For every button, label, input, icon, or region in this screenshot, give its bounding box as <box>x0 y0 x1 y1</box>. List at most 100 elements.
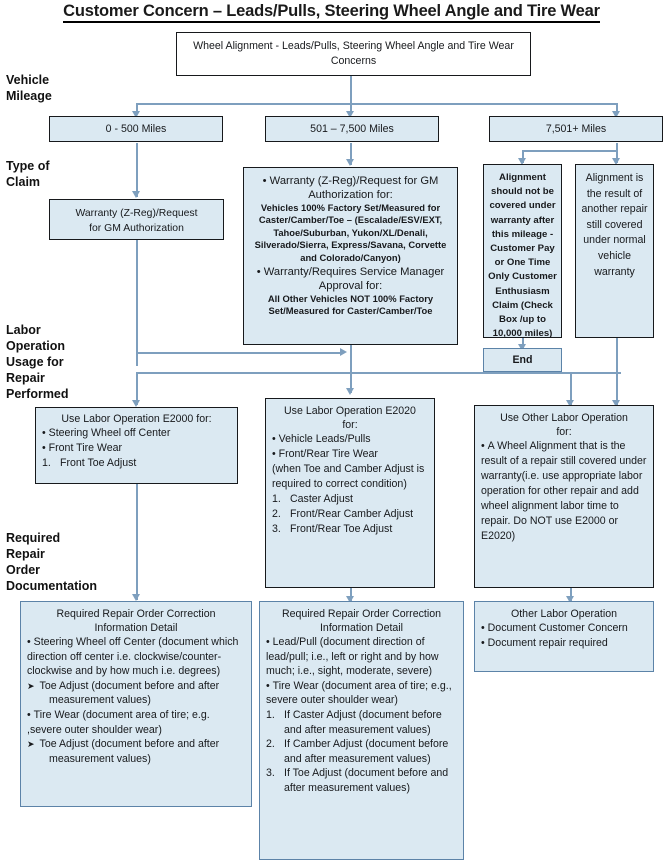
node-doc-middle-item-2: 3. If Toe Adjust (document before and af… <box>266 766 457 795</box>
node-labor-e2000-bullet-0: Steering Wheel off Center <box>42 426 231 441</box>
node-mileage-0-500-label: 0 - 500 Miles <box>105 123 167 135</box>
arrowhead-to-mileage-high <box>612 111 620 118</box>
node-labor-e2020[interactable]: Use Labor Operation E2020 for: Vehicle L… <box>265 398 435 588</box>
node-doc-left-item-0: Steering Wheel off Center (document whic… <box>27 635 245 679</box>
node-end[interactable]: End <box>483 348 562 372</box>
node-start[interactable]: Wheel Alignment - Leads/Pulls, Steering … <box>176 32 531 76</box>
node-labor-other-heading-2: for: <box>556 426 572 438</box>
node-claim-mid-mileage[interactable]: Warranty (Z-Reg)/Request for GM Authoriz… <box>243 167 458 345</box>
node-labor-e2020-item-0-number: 1. <box>272 493 281 505</box>
node-labor-e2020-item-1: 2. Front/Rear Camber Adjust <box>272 507 428 522</box>
node-doc-middle-item-1-text: If Camber Adjust (document before and af… <box>284 738 449 765</box>
arrowhead-low-claim <box>132 191 140 198</box>
node-mileage-7501-plus-label: 7,501+ Miles <box>545 123 607 135</box>
arrowhead-mid-claim <box>346 159 354 166</box>
node-doc-middle-bullet-1: Tire Wear (document area of tire; e.g., … <box>266 679 457 708</box>
page-title: Customer Concern – Leads/Pulls, Steering… <box>0 2 663 23</box>
node-labor-e2020-heading-2: for: <box>342 419 358 431</box>
node-doc-middle-item-0-text: If Caster Adjust (document before and af… <box>284 708 442 736</box>
node-labor-e2020-item-2-text: Front/Rear Toe Adjust <box>290 523 393 535</box>
connector-split-right <box>616 103 618 113</box>
node-mileage-0-500[interactable]: 0 - 500 Miles <box>49 116 223 142</box>
row-label-required-documentation: Required Repair Order Documentation <box>6 531 97 593</box>
node-claim-mid-bullet1-head2: Authorization for: <box>308 189 393 201</box>
node-labor-e2020-heading-1: Use Labor Operation E2020 <box>284 405 416 417</box>
node-end-label: End <box>512 354 533 366</box>
arrowhead-high-b-other <box>612 400 620 407</box>
node-doc-right-bullet-1: Document repair required <box>481 636 647 651</box>
arrowhead-high-b <box>612 158 620 165</box>
node-claim-high-other-repair[interactable]: Alignment is the result of another repai… <box>575 164 654 338</box>
node-start-text: Wheel Alignment - Leads/Pulls, Steering … <box>193 40 514 67</box>
arrowhead-high-a-end <box>518 344 526 351</box>
node-labor-e2000-item-0: 1. Front Toe Adjust <box>42 456 231 471</box>
node-doc-left-item-1: Toe Adjust (document before and after me… <box>27 679 245 708</box>
node-doc-middle[interactable]: Required Repair Order Correction Informa… <box>259 601 464 860</box>
arrowhead-e2000-doc <box>132 594 140 601</box>
node-claim-mid-bullet2-body: All Other Vehicles NOT 100% Factory Set/… <box>267 293 434 317</box>
arrowhead-labor-e2000 <box>132 400 140 407</box>
node-doc-middle-item-2-text: If Toe Adjust (document before and after… <box>284 767 449 794</box>
node-labor-e2000-bullet-1: Front Tire Wear <box>42 441 231 456</box>
connector-high-left <box>522 150 524 163</box>
arrowhead-other-doc <box>566 596 574 603</box>
node-labor-other[interactable]: Use Other Labor Operation for: A Wheel A… <box>474 405 654 588</box>
connector-mid-claim <box>350 143 352 165</box>
node-claim-low-mileage[interactable]: Warranty (Z-Reg)/Request for GM Authoriz… <box>49 199 224 240</box>
connector-high-right <box>616 150 618 163</box>
node-mileage-7501-plus[interactable]: 7,501+ Miles <box>489 116 663 142</box>
arrowhead-e2020-doc <box>346 596 354 603</box>
connector-high-a-to-end <box>522 338 524 348</box>
node-labor-e2000-item-0-text: Front Toe Adjust <box>60 457 137 470</box>
node-doc-middle-item-1-number: 2. <box>266 738 275 751</box>
node-doc-right-heading: Other Labor Operation <box>511 608 617 620</box>
node-labor-e2020-item-2: 3. Front/Rear Toe Adjust <box>272 522 428 537</box>
node-doc-left-heading-1: Required Repair Order Correction <box>56 608 216 620</box>
connector-high-b-down <box>616 338 618 405</box>
row-label-labor-operation: Labor Operation Usage for Repair Perform… <box>6 323 69 401</box>
node-claim-high-other-repair-text: Alignment is the result of another repai… <box>581 172 648 278</box>
node-doc-left-item-2: Tire Wear (document area of tire; e.g. ,… <box>27 708 245 737</box>
node-labor-e2000[interactable]: Use Labor Operation E2000 for: Steering … <box>35 407 238 484</box>
connector-start-down <box>350 75 352 104</box>
page-title-text: Customer Concern – Leads/Pulls, Steering… <box>63 2 600 23</box>
connector-midclaim-to-e2020 <box>350 345 352 393</box>
arrowhead-lowclaim-to-e2020 <box>340 348 347 356</box>
node-mileage-501-7500[interactable]: 501 – 7,500 Miles <box>265 116 439 142</box>
node-mileage-501-7500-label: 501 – 7,500 Miles <box>310 123 394 135</box>
connector-lowclaim-down <box>136 240 138 366</box>
connector-labor-bus <box>136 372 621 374</box>
node-labor-e2020-item-1-number: 2. <box>272 508 281 520</box>
node-doc-right[interactable]: Other Labor Operation Document Customer … <box>474 601 654 672</box>
node-doc-left-item-3: Toe Adjust (document before and after me… <box>27 737 245 766</box>
node-claim-low-line2: for GM Authorization <box>89 223 184 234</box>
node-claim-mid-bullet1-body: Vehicles 100% Factory Set/Measured for C… <box>254 202 447 263</box>
node-labor-other-heading-1: Use Other Labor Operation <box>500 412 628 424</box>
connector-split-mid <box>350 103 352 113</box>
node-doc-middle-heading-2: Information Detail <box>319 622 404 634</box>
connector-e2000-to-doc <box>136 484 138 600</box>
node-doc-middle-item-1: 2. If Camber Adjust (document before and… <box>266 737 457 766</box>
node-labor-e2020-item-2-number: 3. <box>272 523 281 535</box>
node-doc-middle-item-0: 1. If Caster Adjust (document before and… <box>266 708 457 737</box>
connector-labor-to-e2000 <box>136 372 138 405</box>
node-doc-middle-item-0-number: 1. <box>266 708 275 721</box>
node-labor-e2020-item-0-text: Caster Adjust <box>290 493 354 505</box>
arrowhead-midclaim-e2020 <box>346 388 354 395</box>
node-doc-left-heading-2: Information Detail <box>94 622 178 634</box>
node-claim-high-customer-pay[interactable]: Alignment should not be covered under wa… <box>483 164 562 338</box>
connector-bus-to-other <box>570 372 572 405</box>
connector-low-claim <box>136 143 138 197</box>
node-labor-e2020-bullet-1: Front/Rear Tire Wear <box>272 447 428 462</box>
node-labor-e2020-bullet-0: Vehicle Leads/Pulls <box>272 432 428 447</box>
connector-split-left <box>136 103 138 113</box>
node-doc-middle-heading-1: Required Repair Order Correction <box>282 608 441 620</box>
row-label-vehicle-mileage: Vehicle Mileage <box>6 73 52 103</box>
arrowhead-high-a <box>518 158 526 165</box>
arrowhead-to-mileage-mid <box>346 111 354 118</box>
node-claim-low-line1: Warranty (Z-Reg)/Request <box>75 208 198 219</box>
arrowhead-bus-other <box>566 400 574 407</box>
connector-other-to-doc <box>570 588 572 602</box>
node-doc-left[interactable]: Required Repair Order Correction Informa… <box>20 601 252 807</box>
